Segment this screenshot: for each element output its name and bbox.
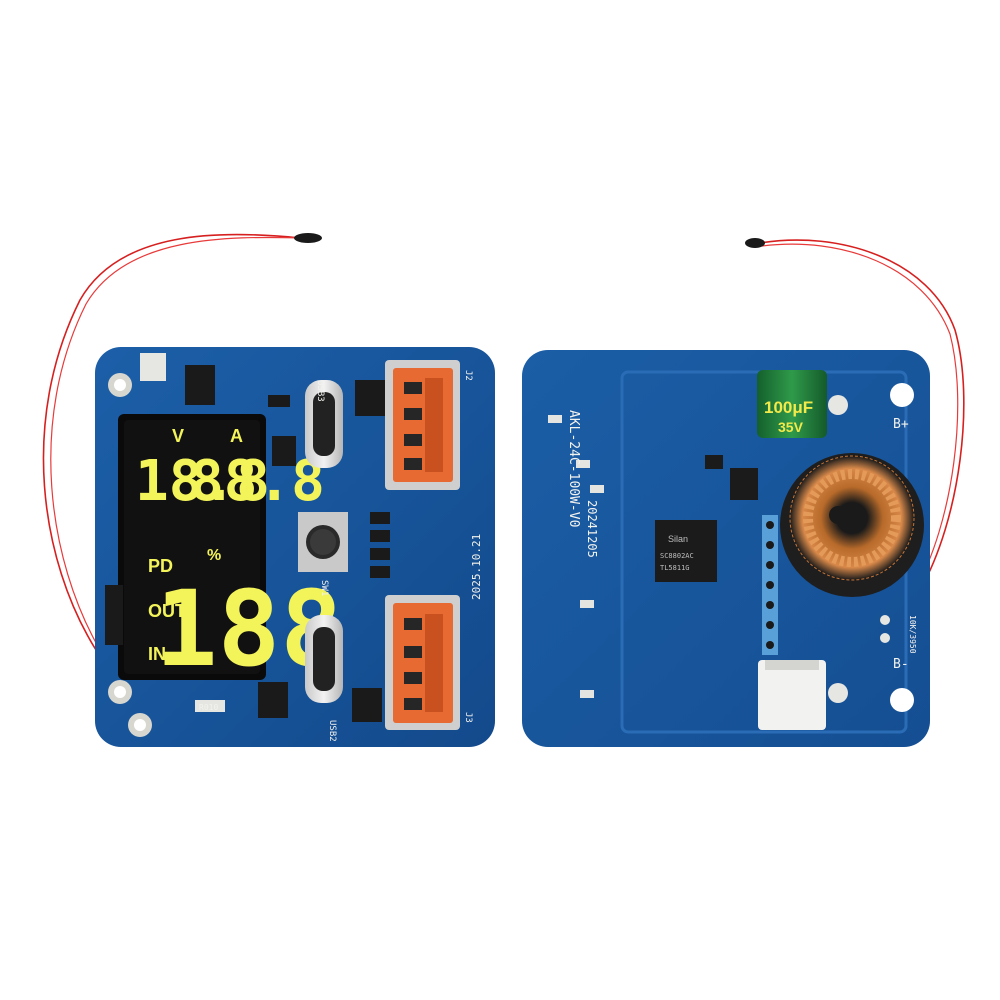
silk-date-code: 20241205 (585, 500, 599, 558)
thermistor-bead-left (294, 233, 322, 243)
chip-line1: SC8802AC (660, 552, 694, 560)
ic-chip (185, 365, 215, 405)
tactile-switch (298, 512, 348, 572)
cap-value: 100μF (764, 398, 813, 417)
electrolytic-capacitor: 100μF 35V (757, 370, 827, 438)
thermistor-wire-left (42, 233, 322, 651)
shunt-resistor (195, 700, 225, 712)
left-pcb-board: 18.8 V A 88.8 188 % PD OUT IN (95, 347, 495, 747)
display-label-in: IN (148, 644, 166, 664)
display-current-unit: A (230, 426, 243, 446)
right-pcb-board: Silan SC8802AC TL5811G 100μF 35V (522, 350, 930, 747)
silk-b-minus: B- (893, 657, 909, 672)
display-voltage-digits: 18.8 (135, 449, 270, 514)
silk-model: AKL-24C-100W-V0 (566, 410, 581, 527)
display-current-digits: 88.8 (190, 449, 325, 514)
usb-a-port-j3 (385, 595, 460, 730)
silk-port-j2: J2 (463, 370, 473, 381)
ic-chip (352, 688, 382, 722)
chip-line2: TL5811G (660, 564, 690, 572)
silk-date: 2025.10.21 (470, 534, 483, 600)
pin-header (762, 515, 778, 655)
solid-capacitor (758, 660, 826, 730)
controller-chip: Silan SC8802AC TL5811G (655, 520, 717, 582)
silk-ntc: 10K/3950 (908, 615, 917, 654)
cap-voltage: 35V (778, 419, 804, 435)
toroid-inductor (780, 453, 924, 597)
display-label-pd: PD (148, 556, 173, 576)
display-voltage-unit: V (172, 426, 184, 446)
chip-brand: Silan (668, 534, 688, 544)
silk-usb-top: USB3 (315, 380, 325, 402)
silk-port-j3: J3 (463, 712, 473, 723)
silk-resistor: R010 (199, 703, 218, 712)
display-label-out: OUT (148, 601, 186, 621)
thermistor-bead-right (745, 238, 765, 248)
display-percent: % (207, 547, 221, 564)
silk-switch: SW1 (319, 580, 329, 596)
ic-chip (258, 682, 288, 718)
silk-b-plus: B+ (893, 417, 909, 432)
silk-usb-bottom: USB2 (327, 720, 337, 742)
ic-chip (355, 380, 385, 416)
usb-a-port-j2 (385, 360, 460, 490)
